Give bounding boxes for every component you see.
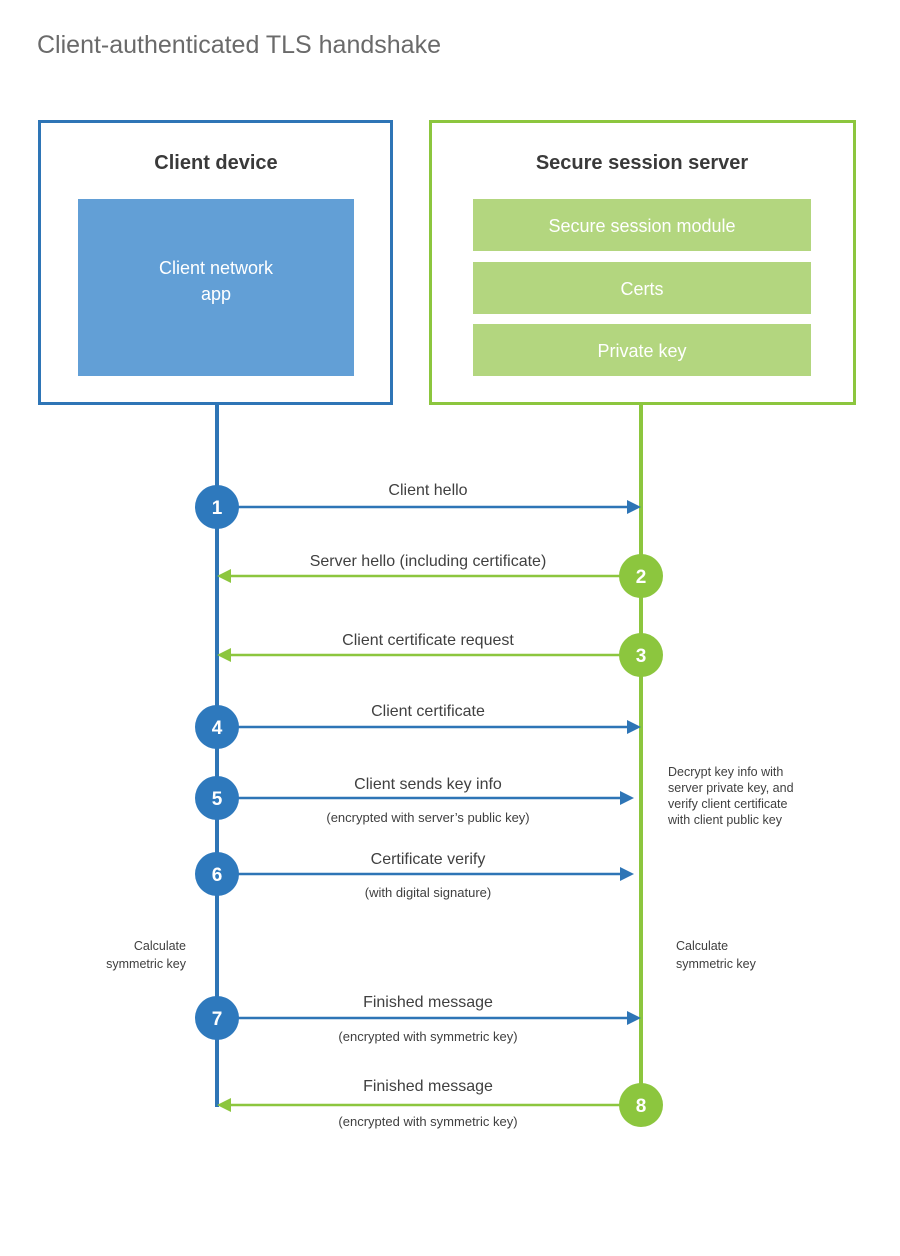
step-7-sublabel: (encrypted with symmetric key)	[338, 1029, 517, 1044]
step-8-number: 8	[636, 1096, 647, 1117]
step-2-circle	[619, 554, 663, 598]
note-client-calculate-line-1: symmetric key	[106, 957, 187, 971]
step-1: Client hello 1	[195, 482, 641, 529]
server-component-block-certs	[473, 262, 811, 314]
server-component-block-private-key	[473, 324, 811, 376]
note-server-calculate-line-1: symmetric key	[676, 957, 757, 971]
note-server-calculate-line-0: Calculate	[676, 939, 728, 953]
step-4-label: Client certificate	[371, 703, 485, 720]
step-2-label: Server hello (including certificate)	[310, 553, 547, 570]
server-component-label-1: Certs	[620, 279, 663, 299]
step-4-arrowhead	[627, 720, 641, 734]
participant-secure-session-server: Secure session server Secure session mod…	[429, 120, 856, 405]
step-4-circle	[195, 705, 239, 749]
step-1-arrowhead	[627, 500, 641, 514]
step-6-sublabel: (with digital signature)	[365, 885, 491, 900]
step-2-arrowhead	[217, 569, 231, 583]
note-client-calculate-line-0: Calculate	[134, 939, 186, 953]
client-network-app-block	[78, 199, 354, 376]
step-5-circle	[195, 776, 239, 820]
note-server-decrypt-line-2: verify client certificate	[668, 797, 788, 811]
step-3-arrowhead	[217, 648, 231, 662]
note-server-calculate: Calculate symmetric key	[676, 939, 757, 971]
step-2-number: 2	[636, 567, 647, 588]
step-5: Client sends key info (encrypted with se…	[195, 776, 634, 825]
step-7-label: Finished message	[363, 994, 493, 1011]
step-6-number: 6	[212, 865, 223, 886]
step-1-circle	[195, 485, 239, 529]
step-5-number: 5	[212, 789, 223, 810]
step-3-circle	[619, 633, 663, 677]
note-server-decrypt-line-1: server private key, and	[668, 781, 794, 795]
step-6-arrowhead	[620, 867, 634, 881]
server-component-label-0: Secure session module	[548, 216, 735, 236]
note-server-decrypt: Decrypt key info with server private key…	[667, 765, 794, 827]
step-7: Finished message (encrypted with symmetr…	[195, 994, 641, 1044]
step-6-circle	[195, 852, 239, 896]
step-2: Server hello (including certificate) 2	[217, 553, 663, 598]
step-8-arrowhead	[217, 1098, 231, 1112]
step-1-number: 1	[212, 498, 223, 519]
note-server-decrypt-line-0: Decrypt key info with	[668, 765, 783, 779]
step-8-label: Finished message	[363, 1078, 493, 1095]
step-3: Client certificate request 3	[217, 632, 663, 677]
step-1-label: Client hello	[388, 482, 467, 499]
note-client-calculate: Calculate symmetric key	[106, 939, 187, 971]
secure-session-server-title: Secure session server	[536, 152, 749, 174]
client-network-app-label-line2: app	[201, 284, 231, 304]
step-7-circle	[195, 996, 239, 1040]
step-5-sublabel: (encrypted with server’s public key)	[326, 810, 529, 825]
step-5-label: Client sends key info	[354, 776, 502, 793]
step-8-circle	[619, 1083, 663, 1127]
step-5-arrowhead	[620, 791, 634, 805]
step-3-label: Client certificate request	[342, 632, 514, 649]
step-3-number: 3	[636, 646, 647, 667]
step-8-sublabel: (encrypted with symmetric key)	[338, 1114, 517, 1129]
step-7-number: 7	[212, 1009, 223, 1030]
step-8: Finished message (encrypted with symmetr…	[217, 1078, 663, 1129]
server-component-block-secure-session-module	[473, 199, 811, 251]
step-4: Client certificate 4	[195, 703, 641, 749]
client-network-app-label-line1: Client network	[159, 258, 274, 278]
step-6-label: Certificate verify	[371, 851, 486, 868]
client-device-title: Client device	[154, 152, 277, 174]
step-6: Certificate verify (with digital signatu…	[195, 851, 634, 900]
participant-client-device: Client device Client network app	[38, 120, 393, 405]
note-server-decrypt-line-3: with client public key	[667, 813, 783, 827]
step-4-number: 4	[212, 718, 223, 739]
step-7-arrowhead	[627, 1011, 641, 1025]
server-component-label-2: Private key	[597, 341, 686, 361]
page-title: Client-authenticated TLS handshake	[37, 31, 441, 59]
